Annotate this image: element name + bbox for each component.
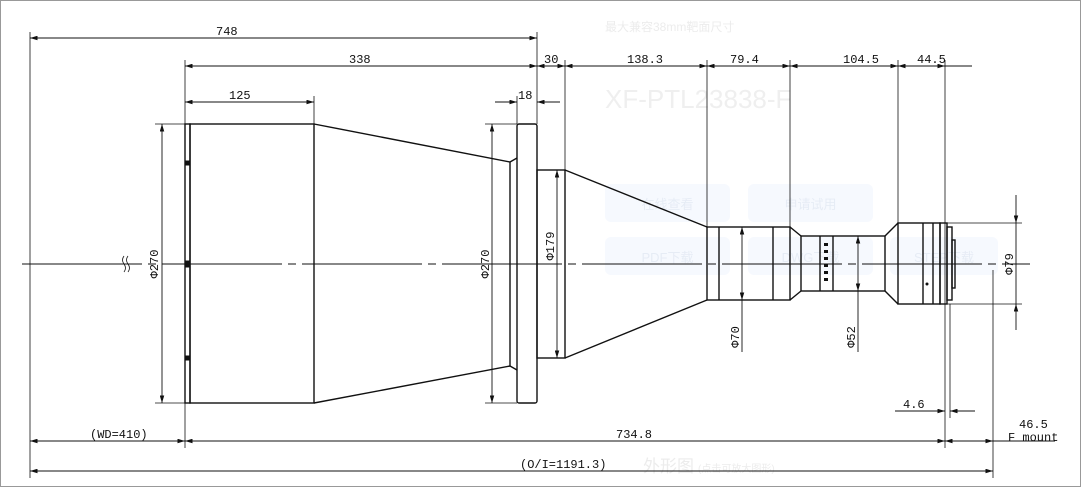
apply-trial-button[interactable]: 申请试用 xyxy=(748,184,873,222)
dim-46-5: 46.5 xyxy=(1019,418,1048,432)
dim-dia-270-front: Φ270 xyxy=(148,250,162,279)
dim-4-6: 4.6 xyxy=(903,398,925,412)
view-online-button[interactable]: 在线查看 xyxy=(605,184,730,222)
watermark-subtitle: 最大兼容38mm靶面尺寸 xyxy=(605,20,735,34)
dim-dia-179: Φ179 xyxy=(544,232,558,261)
pdf-download-button[interactable]: PDF下载 xyxy=(605,237,730,275)
mount-type-label: F mount xyxy=(1008,431,1058,445)
dim-dia-79: Φ79 xyxy=(1003,253,1017,275)
dim-44-5: 44.5 xyxy=(917,53,946,67)
aperture-scale-marks xyxy=(824,243,929,286)
extension-lines xyxy=(29,32,1022,478)
dim-oi: (O/I=1191.3) xyxy=(520,458,606,472)
dim-104-5: 104.5 xyxy=(843,53,879,67)
dimension-lines xyxy=(30,35,1055,474)
lens-rear-barrel xyxy=(706,222,956,305)
dwg-download-button[interactable]: DWG下载 xyxy=(748,237,873,275)
dim-18: 18 xyxy=(518,89,532,103)
dim-30: 30 xyxy=(544,53,558,67)
dim-dia-270-flange: Φ270 xyxy=(479,250,493,279)
dim-79-4: 79.4 xyxy=(730,53,759,67)
dim-338: 338 xyxy=(349,53,371,67)
break-symbol xyxy=(122,255,130,273)
step-download-button[interactable]: STEP下载 xyxy=(890,237,998,275)
dim-dia-52: Φ52 xyxy=(845,326,859,348)
dim-dia-70: Φ70 xyxy=(729,326,743,348)
watermark-model: XF-PTL23838-F xyxy=(605,84,792,114)
dim-138-3: 138.3 xyxy=(627,53,663,67)
dim-125: 125 xyxy=(229,89,251,103)
dim-748: 748 xyxy=(216,25,238,39)
dim-734-8: 734.8 xyxy=(616,428,652,442)
dim-wd: (WD=410) xyxy=(90,428,148,442)
